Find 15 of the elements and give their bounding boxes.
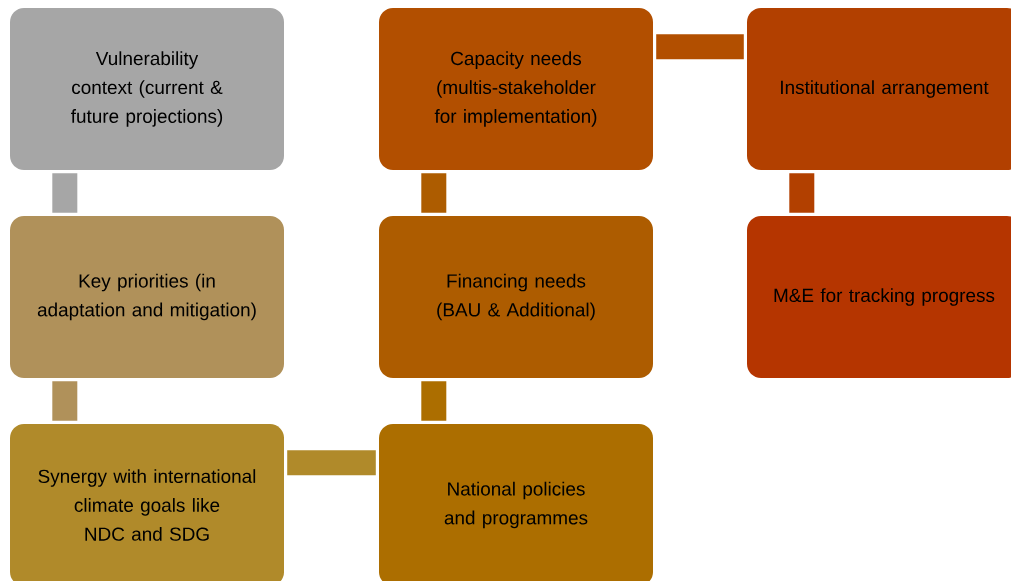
process-box: Synergy with international climate goals like NDC and SDG (10, 424, 284, 581)
process-box: Financing needs (BAU & Additional) (379, 216, 653, 378)
connector-bar (421, 173, 447, 213)
connector-bar (287, 450, 376, 476)
process-box: Institutional arrangement (747, 8, 1011, 170)
connector-bar (421, 381, 447, 421)
process-box: Capacity needs (multis-stakeholder for implementation) (379, 8, 653, 170)
process-box: Vulnerability context (current & future projections) (10, 8, 284, 170)
process-box: M&E for tracking progress (747, 216, 1011, 378)
connector-bar (52, 381, 78, 421)
process-box: National policies and programmes (379, 424, 653, 581)
connector-bar (656, 34, 744, 60)
connector-bar (52, 173, 78, 213)
connector-bar (789, 173, 815, 213)
process-box: Key priorities (in adaptation and mitigation) (10, 216, 284, 378)
